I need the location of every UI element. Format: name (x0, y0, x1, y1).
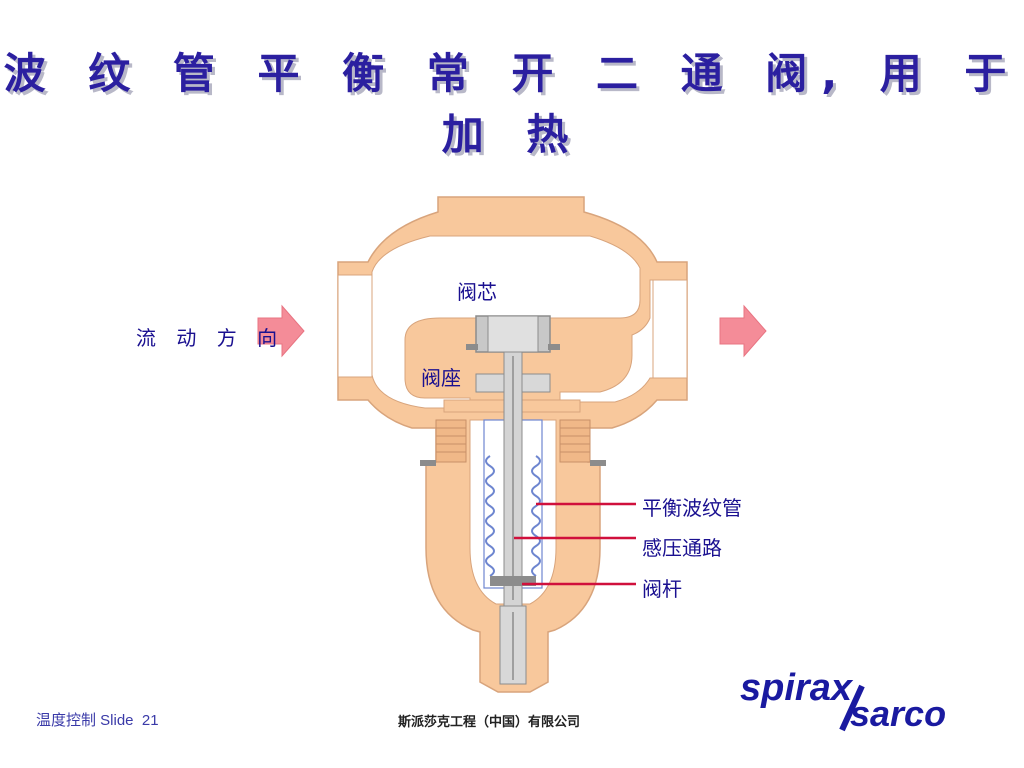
flow-arrow-right (719, 304, 767, 358)
logo-slash (839, 684, 865, 732)
bellows-base (490, 576, 536, 586)
inlet-port (337, 274, 373, 378)
thread-lines (436, 427, 590, 453)
flow-direction-label: 流 动 方 向 (136, 326, 285, 350)
balance-bellows-left (485, 455, 495, 577)
seal-washer-right (590, 460, 606, 466)
logo-line2: sarco (850, 693, 946, 734)
core-ring-right (548, 344, 560, 350)
valve-core-label: 阀芯 (457, 280, 497, 304)
valve-core-center (487, 315, 539, 353)
logo-line1: spirax (740, 667, 854, 709)
seal-washer-left (420, 460, 436, 466)
spirax-sarco-logo: spirax sarco (740, 667, 946, 734)
balance-bellows-right (531, 455, 541, 577)
flow-arrow-left (257, 304, 305, 358)
footer-company: 斯派莎克工程（中国）有限公司 (398, 711, 580, 730)
sensing-passage-label: 感压通路 (642, 536, 722, 560)
page-title: 波 纹 管 平 衡 常 开 二 通 阀, 用 于 加 热 (3, 49, 1021, 159)
footer-company-text: 斯派莎克工程（中国）有限公司 (398, 715, 581, 730)
valve-stem-label: 阀杆 (642, 577, 682, 601)
outlet-port (652, 279, 688, 379)
thread-right (559, 419, 591, 463)
core-ring-left (466, 344, 478, 350)
body-cavity (371, 235, 641, 409)
footer-section: 温度控制 Slide (36, 712, 134, 729)
thread-left (435, 419, 467, 463)
valve-seat-label: 阀座 (421, 366, 461, 390)
footer-slide-number: 21 (141, 712, 159, 729)
balance-bellows-label: 平衡波纹管 (642, 496, 742, 520)
footer-slide-info: 温度控制 Slide 21 (36, 709, 159, 730)
